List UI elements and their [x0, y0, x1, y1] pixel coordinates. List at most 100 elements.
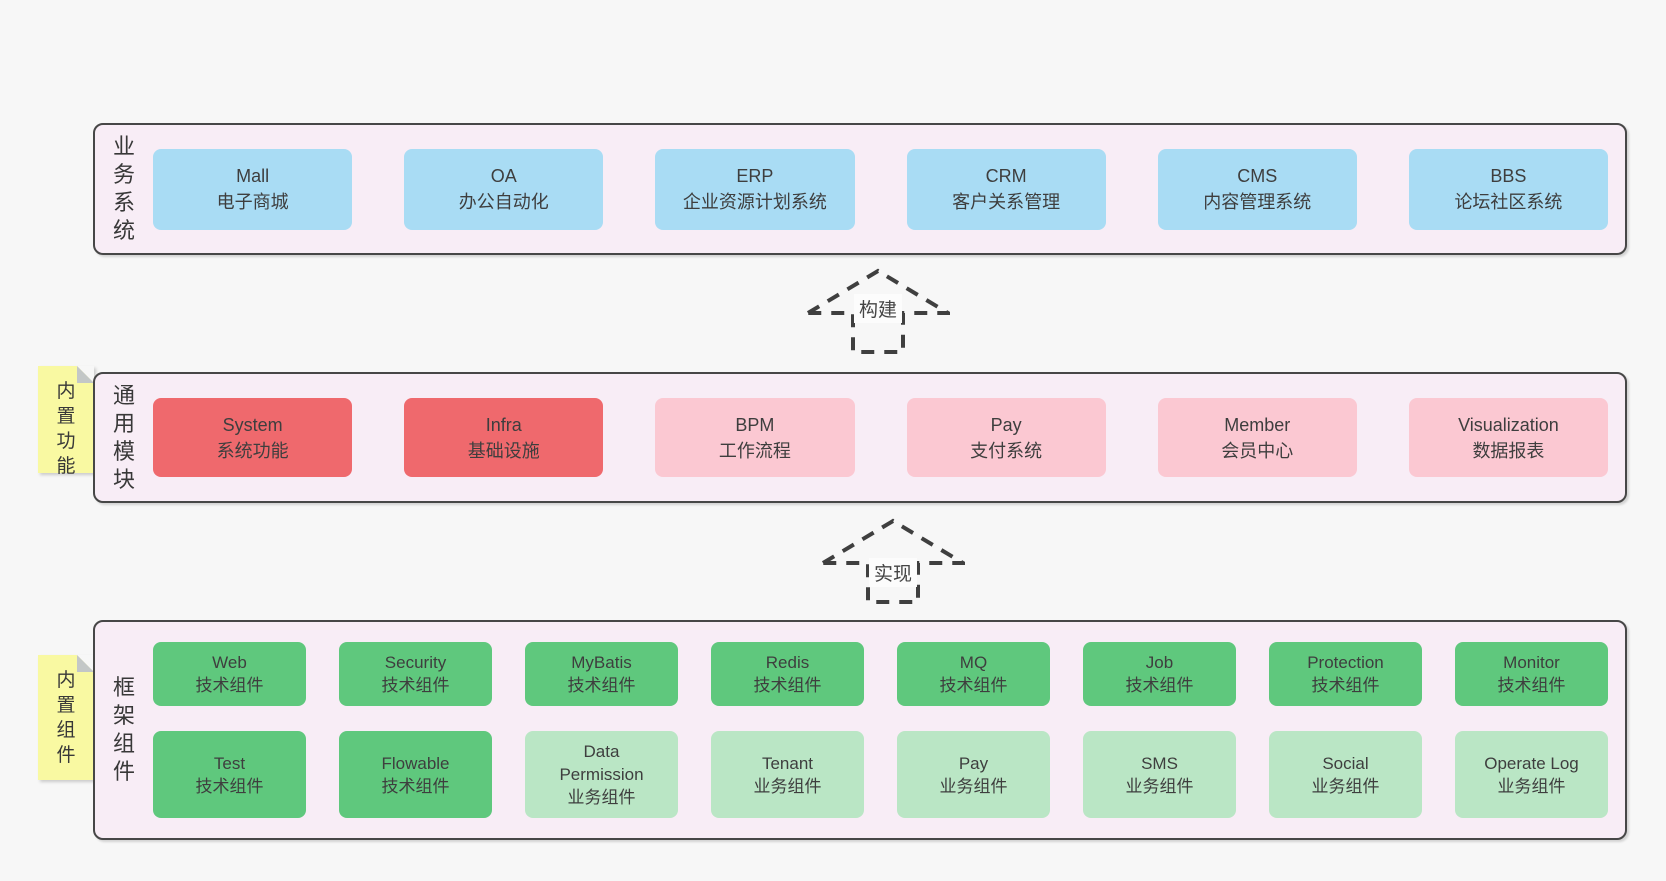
- arrow-build-label: 构建: [853, 294, 903, 323]
- box-pay: Pay 支付系统: [906, 398, 1106, 477]
- box-subtitle: 基础设施: [467, 440, 540, 461]
- box-monitor: Monitor 技术组件: [1455, 642, 1608, 706]
- box-title: Tenant: [761, 753, 814, 773]
- box-title: Member: [1224, 414, 1291, 435]
- box-sms: SMS 业务组件: [1083, 731, 1236, 818]
- box-subtitle: 技术组件: [753, 676, 822, 695]
- box-mybatis: MyBatis 技术组件: [525, 642, 678, 706]
- box-subtitle: 电子商城: [216, 192, 289, 212]
- box-oa: OA 办公自动化: [404, 148, 604, 230]
- box-member: Member 会员中心: [1157, 398, 1357, 477]
- box-subtitle: 业务组件: [567, 788, 636, 807]
- box-subtitle: 业务组件: [1125, 776, 1194, 796]
- box-title: Mall: [236, 166, 270, 186]
- box-subtitle: 数据报表: [1472, 440, 1545, 461]
- box-title: BPM: [735, 414, 775, 435]
- box-operate-log: Operate Log 业务组件: [1455, 731, 1608, 818]
- box-test: Test 技术组件: [153, 731, 306, 818]
- arrow-build: 构建: [806, 266, 950, 354]
- box-title: CMS: [1237, 166, 1278, 186]
- box-subtitle: 客户关系管理: [952, 192, 1061, 212]
- box-security: Security 技术组件: [339, 642, 492, 706]
- box-title: Web: [212, 653, 247, 672]
- arrow-implement: 实现: [821, 516, 965, 604]
- box-subtitle: 技术组件: [567, 676, 636, 695]
- box-data-permission: Data Permission 业务组件: [525, 731, 678, 818]
- box-title: BBS: [1490, 166, 1527, 186]
- box-title: Job: [1145, 653, 1174, 672]
- band-framework-components-label: 框 架 组 件: [112, 675, 135, 784]
- box-subtitle: 支付系统: [970, 440, 1043, 461]
- box-title: Infra: [485, 414, 522, 435]
- box-web: Web 技术组件: [153, 642, 306, 706]
- box-title: SMS: [1141, 753, 1178, 773]
- box-subtitle: 业务组件: [1311, 776, 1380, 796]
- business-systems-boxes: Mall 电子商城 OA 办公自动化 ERP 企业资源计划系统 CRM 客户关系管理 CMS 内容…: [153, 125, 1625, 253]
- box-subtitle: 业务组件: [753, 776, 822, 796]
- band-common-modules: 通 用 模 块 System 系统功能 Infra 基础设施 BPM 工作流程 Pay 支付系…: [93, 372, 1627, 503]
- box-title: Pay: [958, 753, 989, 773]
- box-bbs: BBS 论坛社区系统: [1408, 148, 1609, 230]
- sticky-note-builtin-components-label: 内 置 组 件: [56, 670, 76, 766]
- common-modules-boxes: System 系统功能 Infra 基础设施 BPM 工作流程 Pay 支付系统 Member 会…: [153, 374, 1625, 501]
- box-subtitle: 办公自动化: [458, 192, 549, 212]
- box-subtitle: 内容管理系统: [1203, 192, 1312, 212]
- sticky-note-builtin-features: 内 置 功 能: [38, 366, 94, 477]
- box-title: Test: [213, 753, 246, 773]
- box-subtitle: 业务组件: [939, 776, 1008, 796]
- box-title: Monitor: [1503, 653, 1560, 672]
- box-subtitle: 技术组件: [381, 676, 450, 695]
- box-mall: Mall 电子商城: [153, 148, 353, 230]
- box-subtitle: 技术组件: [381, 776, 450, 796]
- band-business-systems-label: 业 务 系 统: [112, 134, 135, 243]
- box-redis: Redis 技术组件: [711, 642, 864, 706]
- box-title: Protection: [1307, 653, 1384, 672]
- box-subtitle: 业务组件: [1497, 776, 1566, 796]
- band-business-systems: 业 务 系 统 Mall 电子商城 OA 办公自动化 ERP 企业资源计划系统 CRM 客户关…: [93, 123, 1627, 255]
- box-title: Data Permission: [559, 742, 644, 784]
- box-subtitle: 论坛社区系统: [1454, 192, 1563, 212]
- box-title: Operate Log: [1484, 753, 1579, 773]
- band-common-modules-label: 通 用 模 块: [112, 382, 135, 492]
- box-subtitle: 技术组件: [1125, 676, 1194, 695]
- box-title: Visualization: [1458, 414, 1559, 435]
- box-subtitle: 技术组件: [195, 776, 264, 796]
- box-subtitle: 工作流程: [718, 440, 791, 461]
- box-tenant: Tenant 业务组件: [711, 731, 864, 818]
- box-protection: Protection 技术组件: [1269, 642, 1422, 706]
- box-title: ERP: [736, 166, 774, 186]
- box-subtitle: 技术组件: [1311, 676, 1380, 695]
- box-infra: Infra 基础设施: [404, 398, 604, 477]
- box-system: System 系统功能: [153, 398, 353, 477]
- sticky-note-builtin-features-label: 内 置 功 能: [56, 381, 76, 477]
- box-title: Redis: [765, 653, 810, 672]
- box-title: Social: [1322, 753, 1369, 773]
- box-title: CRM: [985, 166, 1027, 186]
- box-erp: ERP 企业资源计划系统: [655, 148, 855, 230]
- box-subtitle: 企业资源计划系统: [682, 192, 827, 212]
- box-job: Job 技术组件: [1083, 642, 1236, 706]
- box-title: MQ: [959, 653, 988, 672]
- box-subtitle: 技术组件: [195, 676, 264, 695]
- dashed-up-arrow-icon: [806, 268, 950, 354]
- box-title: System: [222, 414, 283, 435]
- box-subtitle: 技术组件: [939, 676, 1008, 695]
- box-subtitle: 系统功能: [216, 440, 289, 461]
- box-title: OA: [490, 166, 517, 186]
- box-title: MyBatis: [571, 653, 632, 672]
- dashed-up-arrow-icon: [821, 518, 965, 604]
- box-title: Security: [384, 653, 447, 672]
- box-pay: Pay 业务组件: [897, 731, 1050, 818]
- box-subtitle: 技术组件: [1497, 676, 1566, 695]
- box-cms: CMS 内容管理系统: [1157, 148, 1357, 230]
- box-subtitle: 会员中心: [1221, 440, 1294, 461]
- box-social: Social 业务组件: [1269, 731, 1422, 818]
- sticky-note-builtin-components: 内 置 组 件: [38, 655, 94, 780]
- box-visualization: Visualization 数据报表: [1408, 398, 1609, 477]
- box-title: Pay: [990, 414, 1022, 435]
- box-mq: MQ 技术组件: [897, 642, 1050, 706]
- box-bpm: BPM 工作流程: [655, 398, 855, 477]
